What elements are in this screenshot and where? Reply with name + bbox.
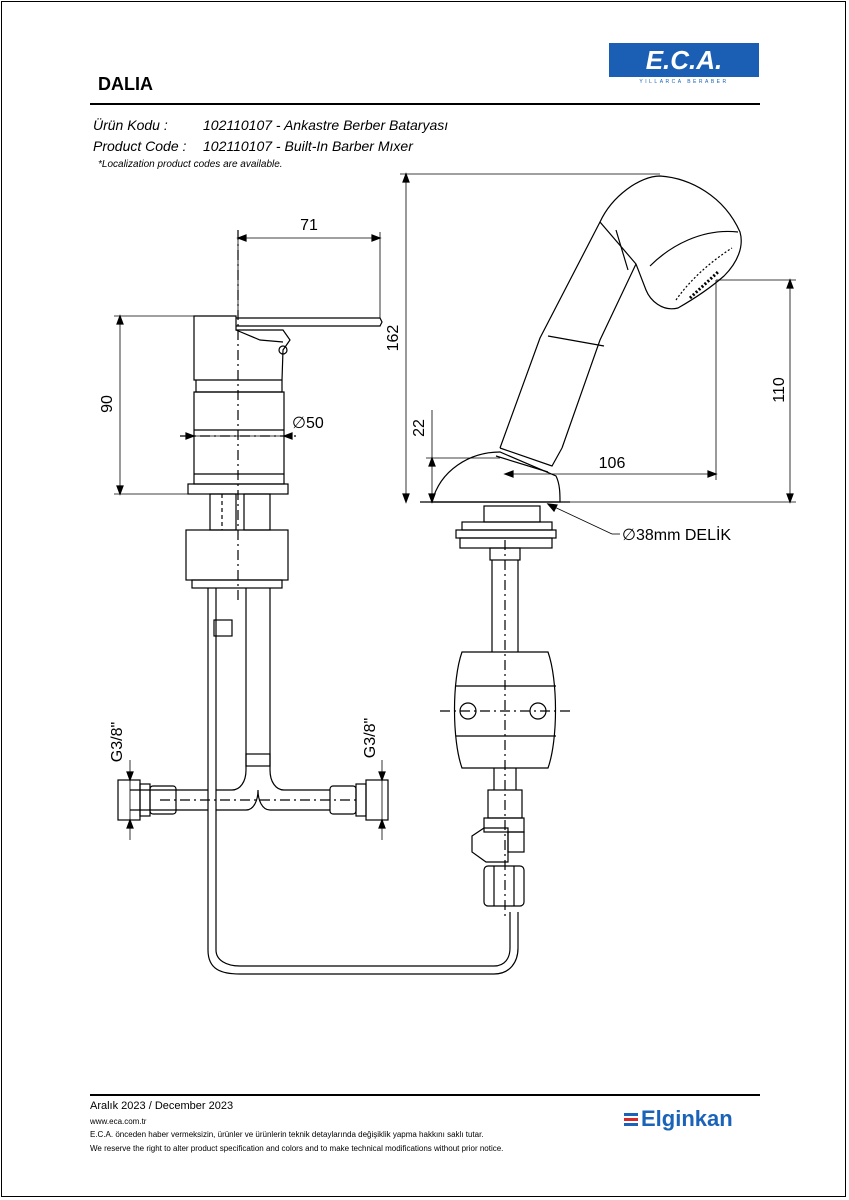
hole-callout — [546, 503, 620, 535]
elginkan-logo-icon — [624, 1111, 638, 1128]
eca-logo: E.C.A. — [609, 43, 759, 89]
dimension-71 — [236, 232, 382, 318]
hole-callout-label: ∅38mm DELİK — [622, 525, 731, 544]
thread-label-right: G3/8" — [362, 718, 379, 758]
dimension-diameter-50-label: ∅50 — [292, 415, 324, 432]
eca-tagline: YILLARCA BERABER — [639, 79, 729, 85]
header-divider — [90, 103, 760, 105]
dimension-22-label: 22 — [411, 419, 428, 437]
dimension-diameter-50 — [185, 432, 293, 440]
product-code-en: Product Code : 102110107 - Built-In Barbe… — [93, 138, 413, 154]
dimension-110 — [560, 278, 796, 504]
footer-website: www.eca.com.tr — [90, 1117, 147, 1126]
footer-disclaimer-tr: E.C.A. önceden haber vermeksizin, ürünle… — [90, 1130, 484, 1139]
dimension-90 — [114, 314, 194, 496]
footer-disclaimer-en: We reserve the right to alter product sp… — [90, 1144, 504, 1153]
eca-logo-text: E.C.A. — [646, 45, 723, 75]
localization-note: *Localization product codes are availabl… — [98, 159, 283, 170]
product-code-tr: Ürün Kodu : 102110107 - Ankastre Berber B… — [93, 117, 448, 133]
hand-shower — [420, 175, 742, 920]
product-name: DALIA — [98, 74, 153, 94]
dimension-106 — [503, 280, 718, 480]
footer-divider — [90, 1094, 760, 1096]
dimension-71-label: 71 — [300, 217, 318, 234]
elginkan-logo-text: Elginkan — [641, 1106, 733, 1131]
footer-date: Aralık 2023 / December 2023 — [90, 1100, 234, 1112]
dimension-162-label: 162 — [385, 325, 402, 352]
dimension-106-label: 106 — [599, 455, 626, 472]
product-code-tr-value: 102110107 - Ankastre Berber Bataryası — [203, 117, 449, 133]
dimension-22 — [426, 410, 500, 504]
mixer-body — [117, 230, 519, 975]
thread-dimension-left — [126, 760, 134, 840]
dimension-110-label: 110 — [771, 377, 788, 403]
dimension-90-label: 90 — [99, 395, 116, 413]
thread-dimension-right — [378, 760, 386, 840]
product-code-en-label: Product Code : — [93, 138, 187, 154]
product-code-en-value: 102110107 - Built-In Barber Mıxer — [203, 138, 413, 154]
elginkan-logo: Elginkan — [624, 1106, 733, 1132]
product-code-tr-label: Ürün Kodu : — [93, 117, 168, 133]
dimension-162 — [400, 172, 660, 504]
thread-label-left: G3/8" — [109, 722, 126, 762]
